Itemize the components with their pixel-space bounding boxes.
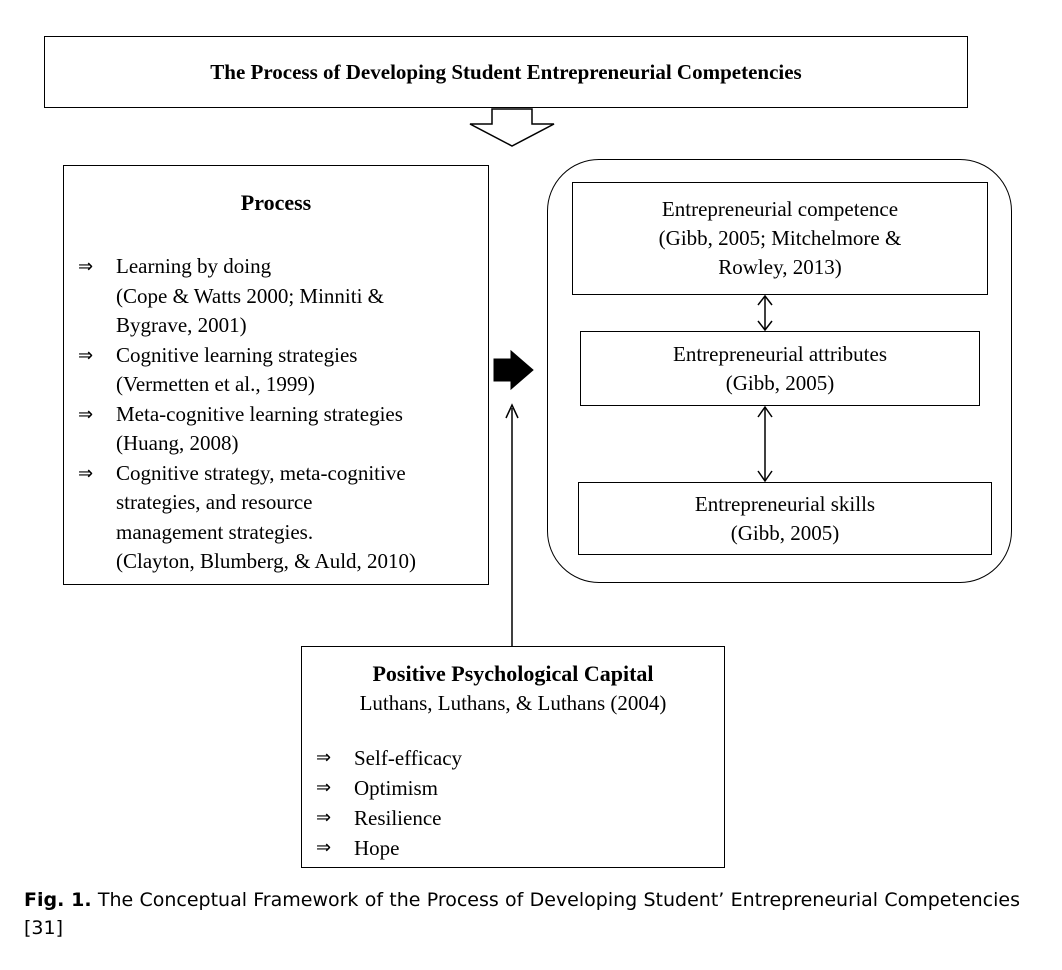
implies-arrow-icon: ⇒: [316, 837, 332, 858]
process-box: Process ⇒ Learning by doing (Cope & Watt…: [63, 165, 489, 585]
skills-source: (Gibb, 2005): [730, 520, 840, 545]
capital-item-label: Hope: [354, 836, 400, 860]
implies-arrow-icon: ⇒: [316, 747, 332, 768]
process-item-line: Cognitive strategy, meta-cognitive: [116, 460, 406, 485]
title-box: The Process of Developing Student Entrep…: [44, 36, 968, 108]
capital-item-label: Optimism: [354, 776, 439, 800]
implies-arrow-icon: ⇒: [78, 403, 94, 425]
capital-source: Luthans, Luthans, & Luthans (2004): [359, 691, 667, 715]
competence-label: Entrepreneurial competence: [661, 197, 899, 221]
solid-right-arrow-icon: [493, 349, 534, 391]
figure-caption-text: The Conceptual Framework of the Process …: [24, 889, 1020, 939]
double-arrow-icon: [757, 294, 773, 332]
process-heading: Process: [240, 190, 312, 215]
capital-box: Positive Psychological Capital Luthans, …: [301, 646, 725, 868]
implies-arrow-icon: ⇒: [316, 777, 332, 798]
capital-item: ⇒ Hope: [316, 833, 462, 863]
figure-label: Fig. 1.: [24, 889, 92, 911]
capital-list: ⇒ Self-efficacy ⇒ Optimism ⇒ Resilience …: [316, 743, 462, 863]
process-item-cognitive: ⇒ Cognitive learning strategies (Vermett…: [78, 341, 478, 400]
capital-item: ⇒ Resilience: [316, 803, 462, 833]
attributes-box: Entrepreneurial attributes (Gibb, 2005): [580, 331, 980, 406]
implies-arrow-icon: ⇒: [316, 807, 332, 828]
attributes-source: (Gibb, 2005): [725, 370, 835, 395]
process-item-line: management strategies.: [116, 519, 314, 544]
double-arrow-icon: [757, 405, 773, 483]
capital-heading: Positive Psychological Capital: [372, 661, 654, 686]
process-item-line: strategies, and resource: [116, 490, 313, 514]
process-item-line: Cognitive learning strategies: [116, 342, 358, 367]
attributes-label: Entrepreneurial attributes: [673, 341, 887, 366]
skills-box: Entrepreneurial skills (Gibb, 2005): [578, 482, 992, 555]
process-item-line: (Clayton, Blumberg, & Auld, 2010): [116, 549, 417, 573]
process-item-line: Meta-cognitive learning strategies: [116, 401, 403, 426]
implies-arrow-icon: ⇒: [78, 256, 94, 277]
competence-source: Rowley, 2013): [718, 255, 842, 279]
process-item-line: Bygrave, 2001): [116, 313, 247, 337]
capital-item-label: Resilience: [354, 806, 442, 830]
capital-item: ⇒ Optimism: [316, 773, 462, 803]
upward-arrow-icon: [505, 403, 519, 646]
capital-item-label: Self-efficacy: [354, 746, 463, 770]
implies-arrow-icon: ⇒: [78, 344, 94, 366]
process-item-line: Learning by doing: [116, 254, 272, 278]
process-item-learning-by-doing: ⇒ Learning by doing (Cope & Watts 2000; …: [78, 252, 478, 341]
competence-source: (Gibb, 2005; Mitchelmore &: [658, 226, 902, 250]
competence-box: Entrepreneurial competence (Gibb, 2005; …: [572, 182, 988, 295]
diagram-title: The Process of Developing Student Entrep…: [210, 59, 802, 84]
capital-item: ⇒ Self-efficacy: [316, 743, 462, 773]
process-item-line: (Vermetten et al., 1999): [116, 372, 315, 396]
figure-caption: Fig. 1. The Conceptual Framework of the …: [24, 886, 1020, 942]
process-item-meta-cognitive: ⇒ Meta-cognitive learning strategies (Hu…: [78, 400, 478, 459]
process-item-line: (Huang, 2008): [116, 431, 239, 455]
implies-arrow-icon: ⇒: [78, 462, 94, 484]
process-item-line: (Cope & Watts 2000; Minniti &: [116, 283, 385, 308]
process-list: ⇒ Learning by doing (Cope & Watts 2000; …: [78, 252, 478, 577]
process-item-resource-management: ⇒ Cognitive strategy, meta-cognitive str…: [78, 459, 478, 577]
hollow-down-arrow-icon: [469, 108, 555, 147]
skills-label: Entrepreneurial skills: [694, 491, 876, 516]
